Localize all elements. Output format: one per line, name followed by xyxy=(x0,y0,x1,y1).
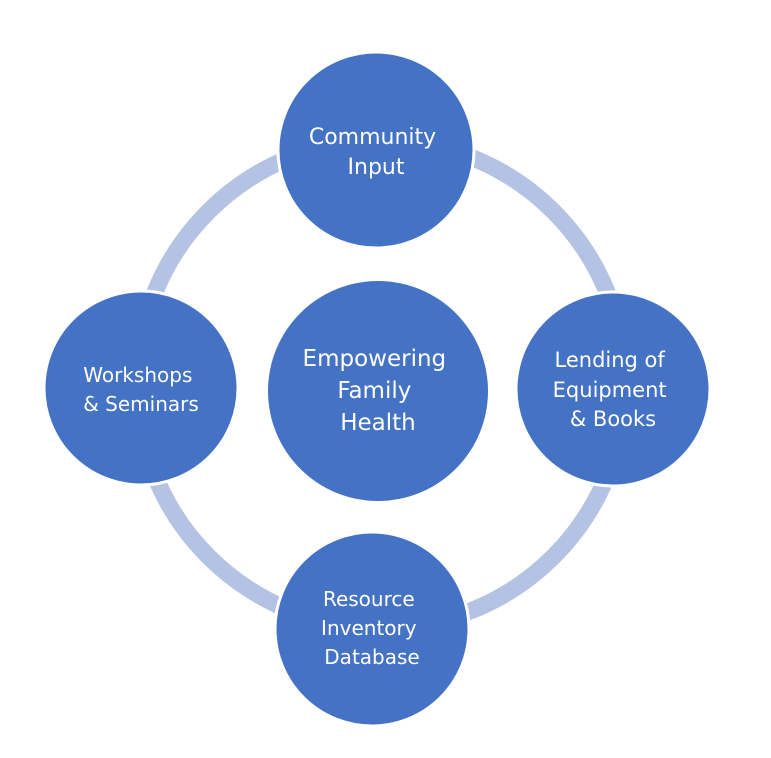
node-lending: Lending of Equipment & Books xyxy=(514,290,712,488)
center-node-circle xyxy=(268,281,488,501)
node-workshops-circle xyxy=(42,289,240,487)
node-lending-circle xyxy=(514,290,712,488)
node-lending-line-1: Lending of xyxy=(555,348,666,372)
node-community-input-line-2: Input xyxy=(348,155,405,180)
center-node-line-1: Empowering xyxy=(303,346,447,372)
svg-text:Lending of Equipment: Lending of Equipment & Books xyxy=(553,348,674,431)
node-community-input: Community Input xyxy=(276,50,476,250)
svg-text:Community Input: Community Input xyxy=(309,125,443,180)
center-node: Empowering Family Health xyxy=(268,281,488,501)
node-community-input-circle xyxy=(276,50,476,250)
node-community-input-line-1: Community xyxy=(309,125,436,150)
node-lending-line-3: & Books xyxy=(570,407,656,431)
svg-text:Empowering Family: Empowering Family Health xyxy=(303,346,454,436)
center-node-line-2: Family xyxy=(337,378,411,404)
center-node-line-3: Health xyxy=(340,410,416,436)
node-workshops: Workshops & Seminars xyxy=(42,289,240,487)
node-workshops-line-1: Workshops xyxy=(83,363,192,387)
node-resource-inventory-line-2: Inventory xyxy=(321,616,417,640)
node-resource-inventory-line-3: Database xyxy=(324,645,419,669)
node-resource-inventory-circle xyxy=(273,530,471,728)
svg-text:Workshops & Seminars: Workshops & Seminars xyxy=(83,363,199,416)
svg-text:Resource Inventory: Resource Inventory Database xyxy=(321,587,423,669)
node-lending-line-2: Equipment xyxy=(553,378,667,402)
node-workshops-line-2: & Seminars xyxy=(83,392,199,416)
node-resource-inventory: Resource Inventory Database xyxy=(273,530,471,728)
node-resource-inventory-line-1: Resource xyxy=(323,587,415,611)
